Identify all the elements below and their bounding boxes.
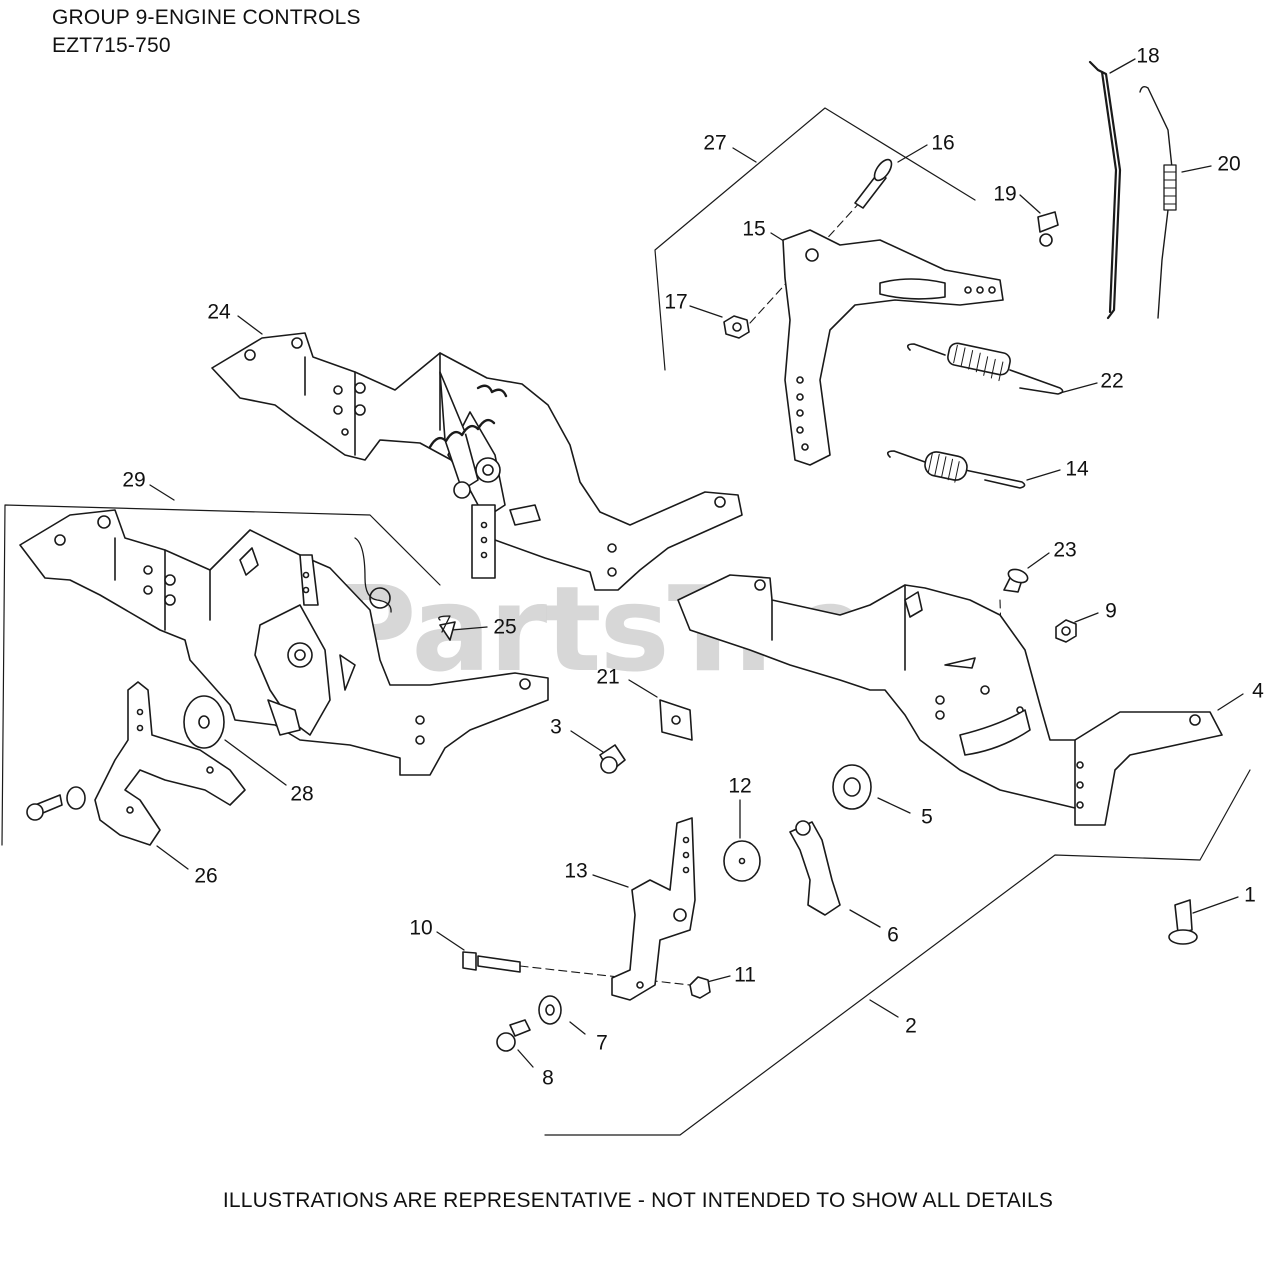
part-15-throttle-lever (782, 229, 1004, 466)
callout-29: 29 (122, 468, 146, 492)
callout-13: 13 (564, 859, 588, 883)
callout-28: 28 (290, 782, 314, 806)
callout-16: 16 (931, 131, 955, 155)
disclaimer-text: ILLUSTRATIONS ARE REPRESENTATIVE - NOT I… (222, 1189, 1054, 1212)
callout-3: 3 (550, 715, 562, 739)
callout-1: 1 (1244, 883, 1256, 907)
part-20-spring-cable (1139, 85, 1177, 319)
callout-8: 8 (542, 1066, 554, 1090)
callout-20: 20 (1217, 152, 1241, 176)
part-7-washer (538, 995, 562, 1025)
part-6-lever-arm (789, 820, 841, 916)
part-23-shoulder-bolt (1003, 568, 1029, 593)
callout-23: 23 (1053, 538, 1077, 562)
callout-19: 19 (993, 182, 1017, 206)
model-range: EZT715-750 (52, 34, 171, 57)
part-3-bolt (599, 744, 626, 774)
callout-4: 4 (1252, 679, 1264, 703)
group-outline-2 (544, 769, 1251, 1136)
part-12-washer (723, 840, 761, 882)
part-11-nut (689, 976, 711, 999)
callout-12: 12 (728, 774, 752, 798)
leader-lines (149, 58, 1244, 1068)
part-17-nut (723, 315, 750, 339)
part-22-spring-large (906, 342, 1064, 395)
callout-25: 25 (493, 615, 517, 639)
part-28-washer (183, 695, 225, 749)
part-18-throttle-rod (1088, 60, 1122, 320)
part-14-spring-small (886, 450, 1026, 489)
part-26-bracket (26, 681, 246, 846)
part-25-spring-wire (438, 615, 451, 633)
part-21-bracket-clip (659, 699, 693, 741)
callout-21: 21 (596, 665, 620, 689)
callout-5: 5 (921, 805, 933, 829)
callout-10: 10 (409, 916, 433, 940)
part-29-control-plate-lower (19, 509, 549, 776)
callout-2: 2 (905, 1014, 917, 1038)
callout-26: 26 (194, 864, 218, 888)
callout-11: 11 (734, 963, 756, 987)
part-13-lever (611, 817, 696, 1001)
callout-27: 27 (703, 131, 727, 155)
callout-22: 22 (1100, 369, 1124, 393)
part-5-washer (832, 764, 872, 810)
callout-24: 24 (207, 300, 231, 324)
part-9-nut (1055, 619, 1077, 643)
part-4-control-plate-right (677, 574, 1223, 826)
callout-7: 7 (596, 1031, 608, 1055)
callout-9: 9 (1105, 599, 1117, 623)
part-19-clip (1037, 211, 1059, 247)
part-24-control-plate-upper (211, 332, 743, 591)
group-outline-29 (1, 504, 441, 846)
callout-15: 15 (742, 217, 766, 241)
callout-18: 18 (1136, 44, 1160, 68)
part-10-long-bolt (462, 951, 521, 973)
part-8-bolt (496, 1019, 531, 1052)
callout-17: 17 (664, 290, 688, 314)
callout-6: 6 (887, 923, 899, 947)
part-1-flange-bolt (1168, 899, 1198, 945)
diagram-title: GROUP 9-ENGINE CONTROLS (52, 6, 361, 29)
callout-14: 14 (1065, 457, 1089, 481)
part-16-pin (854, 158, 893, 209)
group-outline-27 (654, 107, 976, 371)
